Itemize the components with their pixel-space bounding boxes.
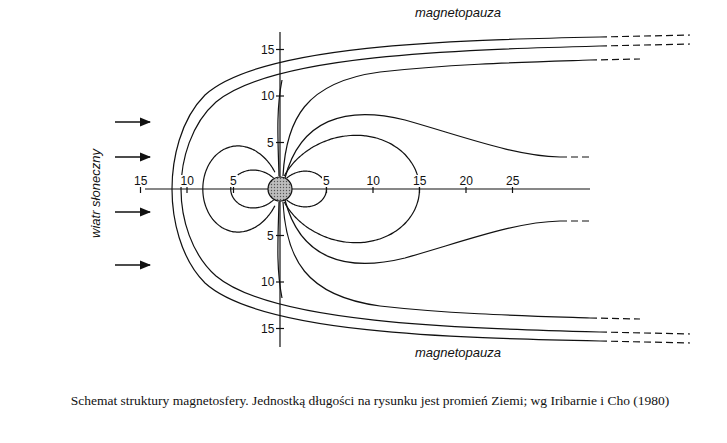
- axis-number: 5: [322, 175, 331, 187]
- solar-wind-label: wiatr słoneczny: [88, 149, 101, 238]
- axis-tick: [276, 235, 284, 236]
- magnetopause-label: magnetopauza: [415, 346, 501, 359]
- x-axis: [145, 188, 590, 189]
- axis-number: 15: [412, 175, 427, 187]
- axis-tick: [276, 281, 284, 282]
- solar-wind-arrow: [115, 156, 150, 158]
- axis-number: 10: [260, 90, 275, 102]
- axis-number: 5: [229, 175, 238, 187]
- axis-tick: [276, 328, 284, 329]
- field-line: [203, 146, 275, 232]
- field-line: [284, 135, 419, 242]
- tail-field-line: [283, 60, 590, 176]
- axis-number: 15: [260, 323, 275, 335]
- axis-number: 5: [266, 137, 275, 149]
- magnetopause-dashed: [600, 35, 690, 343]
- solar-wind-arrow: [115, 121, 150, 123]
- figure-caption: Schemat struktury magnetosfery. Jednostk…: [50, 392, 690, 410]
- axis-number: 20: [459, 175, 474, 187]
- axis-number: 10: [366, 175, 381, 187]
- axis-tick: [276, 142, 284, 143]
- axis-number: 15: [133, 175, 148, 187]
- axis-number: 25: [505, 175, 520, 187]
- solar-wind-arrow: [115, 264, 150, 266]
- tail-field-line: [285, 115, 560, 178]
- solar-wind-arrow: [115, 211, 150, 213]
- axis-number: 10: [180, 175, 195, 187]
- axis-number: 5: [266, 230, 275, 242]
- axis-number: 15: [260, 44, 275, 56]
- tail-field-line: [283, 202, 590, 318]
- axis-tick: [276, 95, 284, 96]
- earth: [268, 177, 292, 201]
- magnetopause-label: magnetopauza: [415, 6, 501, 19]
- tail-field-line: [285, 200, 560, 263]
- tail-field-line: [590, 59, 640, 319]
- axis-number: 10: [260, 276, 275, 288]
- axis-tick: [276, 49, 284, 50]
